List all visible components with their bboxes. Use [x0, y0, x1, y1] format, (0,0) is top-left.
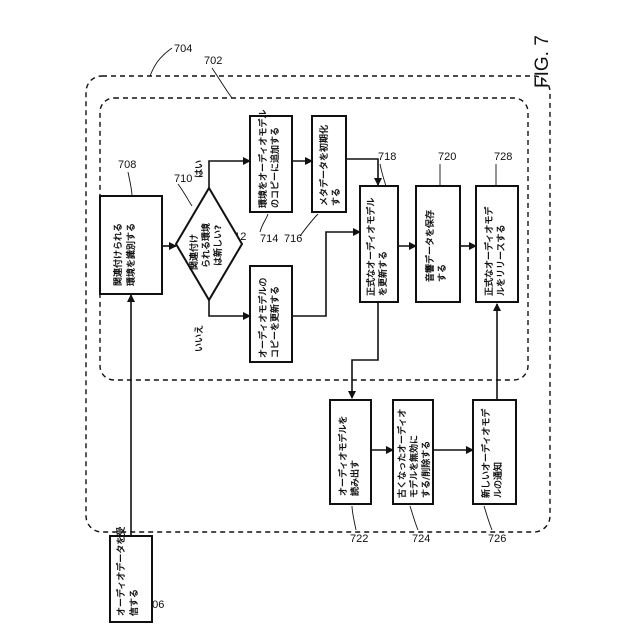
leader-710: [178, 184, 192, 206]
leader-726: [484, 506, 492, 530]
ref-716: 716: [284, 233, 302, 245]
leader-718: [380, 164, 386, 186]
ref-728: 728: [494, 151, 512, 163]
leader-714: [260, 214, 268, 232]
ref-702: 702: [204, 55, 222, 67]
ref-720: 720: [438, 151, 456, 163]
figure-label: FIG. 7: [532, 35, 553, 88]
arrow-716-to-718: [346, 159, 378, 185]
ref-714: 714: [260, 233, 278, 245]
ref-722: 722: [350, 533, 368, 545]
leader-722: [352, 506, 356, 530]
ref-708: 708: [118, 159, 136, 171]
leader-708: [128, 172, 132, 196]
leader-724: [410, 506, 418, 530]
ref-710: 710: [174, 173, 192, 185]
box-720-store-acoustic-data: [416, 186, 460, 302]
leader-716: [300, 214, 318, 236]
branch-label-yes: はい: [194, 160, 205, 178]
ref-724: 724: [412, 533, 430, 545]
ref-718: 718: [378, 151, 396, 163]
ref-704: 704: [174, 43, 192, 55]
arrow-no-to-712: [209, 300, 250, 316]
arrow-718-to-722: [352, 303, 378, 398]
leader-702: [212, 68, 232, 98]
arrow-yes-to-714: [209, 161, 250, 188]
branch-label-no: いいえ: [194, 325, 205, 352]
leader-704: [150, 48, 172, 76]
ref-726: 726: [488, 533, 506, 545]
